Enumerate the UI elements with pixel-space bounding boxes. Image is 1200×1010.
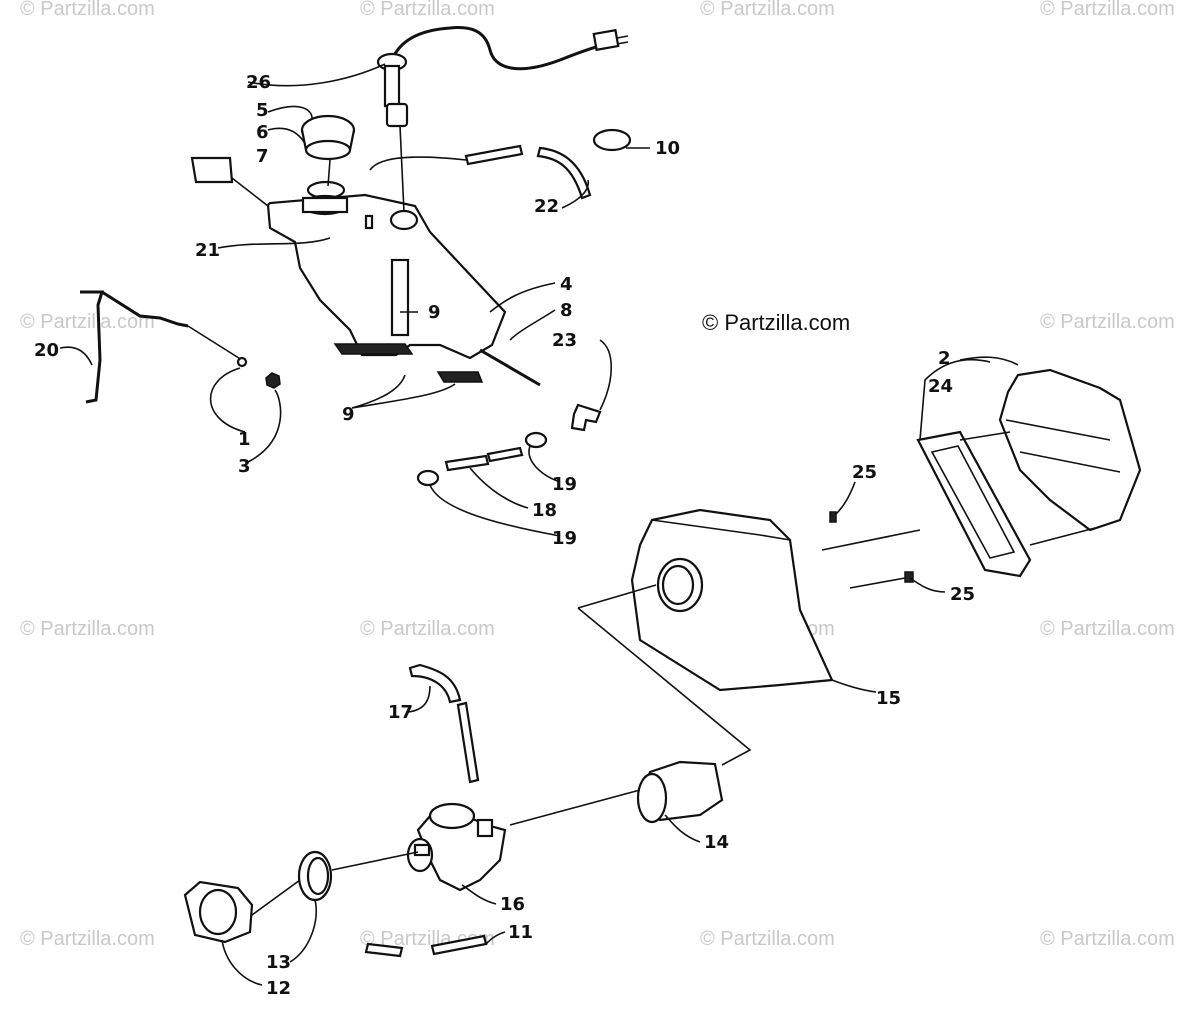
- callout-25-lower: 25: [950, 584, 975, 605]
- callout-19-lower: 19: [552, 528, 577, 549]
- callout-7: 7: [256, 146, 269, 167]
- air-box-gasket: [916, 430, 1032, 578]
- watermark: © Partzilla.com: [20, 311, 155, 333]
- callout-15: 15: [876, 688, 901, 709]
- throttle-rod: [80, 290, 281, 404]
- callout-19-upper: 19: [552, 474, 577, 495]
- callout-10: 10: [655, 138, 680, 159]
- intake-boot: [636, 760, 724, 824]
- callout-12: 12: [266, 978, 291, 999]
- watermark: © Partzilla.com: [700, 0, 835, 20]
- watermark: © Partzilla.com: [1040, 618, 1175, 640]
- callout-2: 2: [938, 348, 951, 369]
- air-silencer: [630, 508, 914, 692]
- watermark: © Partzilla.com: [360, 0, 495, 20]
- callout-20: 20: [34, 340, 59, 361]
- callout-6: 6: [256, 122, 269, 143]
- callout-25-upper: 25: [852, 462, 877, 483]
- fuel-tank: [266, 193, 541, 387]
- fuel-lines: [416, 403, 602, 487]
- callout-16: 16: [500, 894, 525, 915]
- watermark: © Partzilla.com: [20, 618, 155, 640]
- watermark: © Partzilla.com: [20, 0, 155, 20]
- assembly-lines: [231, 125, 1096, 916]
- watermark: © Partzilla.com: [360, 618, 495, 640]
- vent-hose: [369, 128, 632, 200]
- watermark: © Partzilla.com: [1040, 311, 1175, 333]
- callout-3: 3: [238, 456, 251, 477]
- callout-9-upper: 9: [428, 302, 441, 323]
- watermark-grid: © Partzilla.com © Partzilla.com © Partzi…: [20, 0, 1175, 950]
- intake-flange: [183, 880, 254, 944]
- watermark: © Partzilla.com: [1040, 0, 1175, 20]
- callout-22: 22: [534, 196, 559, 217]
- callout-21: 21: [195, 240, 220, 261]
- callout-17: 17: [388, 702, 413, 723]
- callout-24: 24: [928, 376, 953, 397]
- fuel-sender: [247, 26, 629, 128]
- clamp: [297, 850, 333, 902]
- callout-18: 18: [532, 500, 557, 521]
- callout-labels: 26 5 6 7 10 22 21 4 9 8 23 20 9 1 3 19 1…: [34, 72, 975, 999]
- watermark: © Partzilla.com: [1040, 928, 1175, 950]
- watermark: © Partzilla.com: [700, 928, 835, 950]
- watermark: © Partzilla.com: [20, 928, 155, 950]
- leader-lines: [59, 105, 1019, 986]
- callout-26: 26: [246, 72, 271, 93]
- callout-8: 8: [560, 300, 573, 321]
- callout-23: 23: [552, 330, 577, 351]
- callout-13: 13: [266, 952, 291, 973]
- callout-5: 5: [256, 100, 269, 121]
- carburetor: [406, 802, 507, 892]
- air-box-cover: [998, 368, 1142, 532]
- decal: [190, 156, 234, 184]
- callout-9-lower: 9: [342, 404, 355, 425]
- callout-1: 1: [238, 429, 251, 450]
- filler-cap: [300, 114, 356, 200]
- watermark-main: © Partzilla.com: [702, 310, 850, 335]
- callout-11: 11: [508, 922, 533, 943]
- callout-14: 14: [704, 832, 729, 853]
- callout-4: 4: [560, 274, 573, 295]
